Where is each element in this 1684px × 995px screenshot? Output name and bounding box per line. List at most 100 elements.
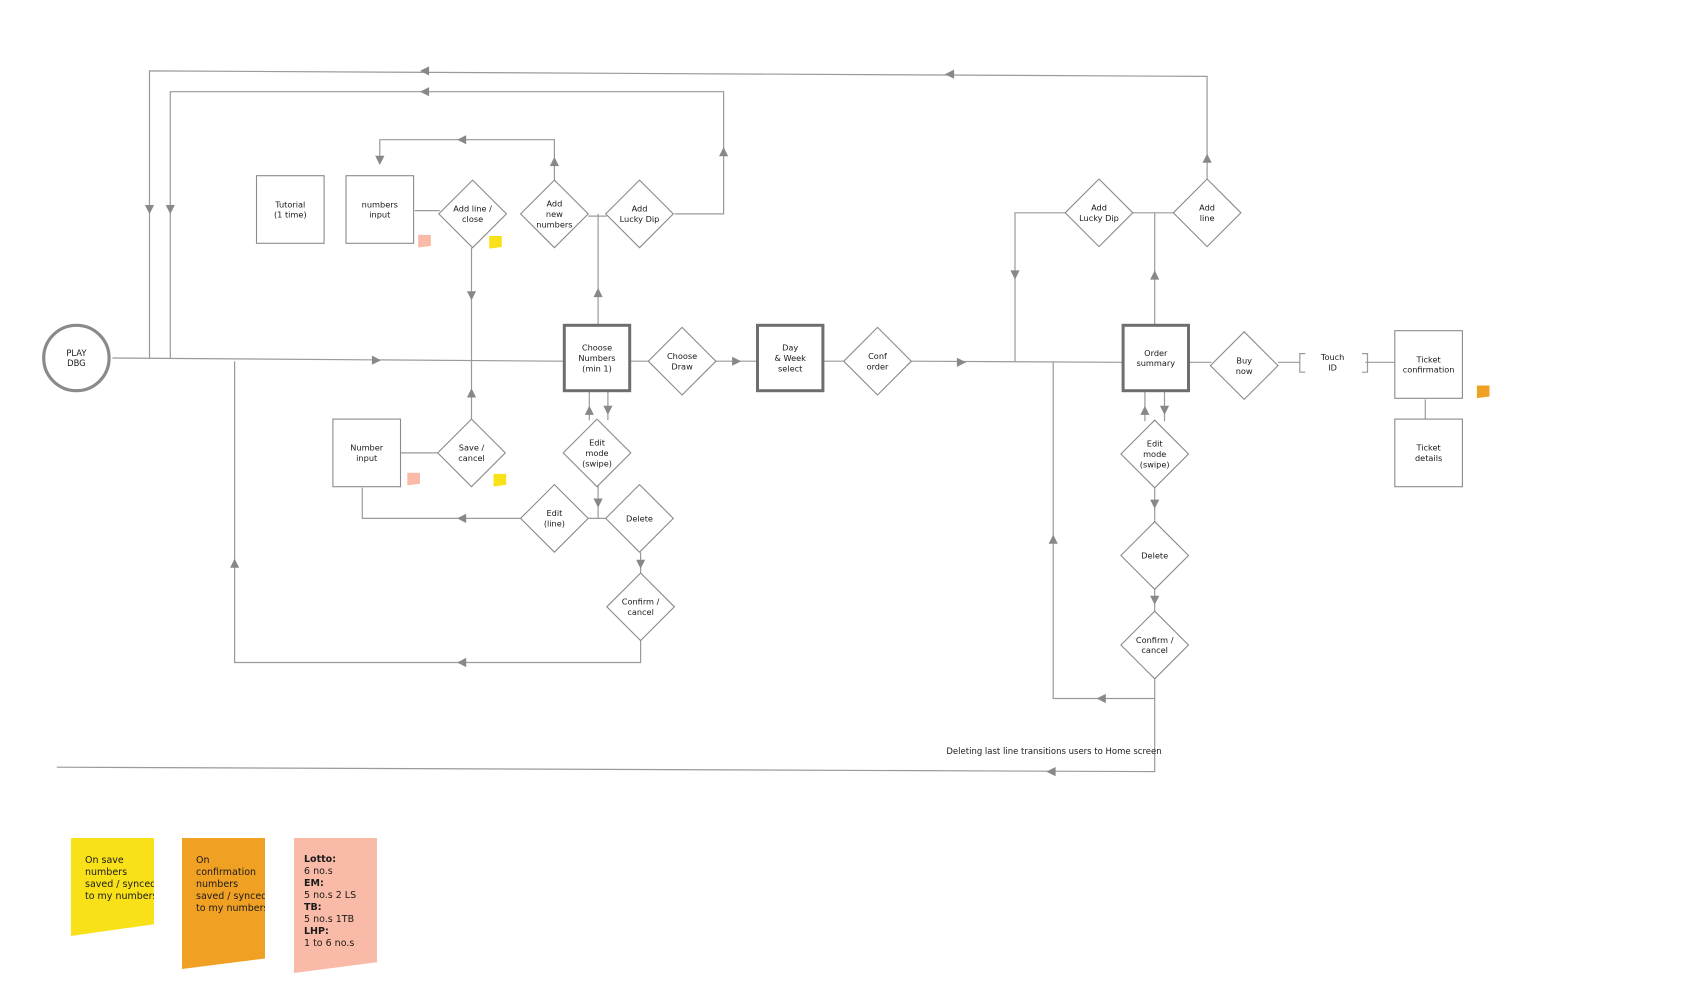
node-confirm-cancel-left: Confirm /cancel <box>606 572 676 642</box>
start-label-line: DBG <box>67 358 86 368</box>
node-label-line: Choose <box>667 351 697 361</box>
note-text-line: numbers <box>85 867 128 878</box>
arrowhead <box>457 513 467 523</box>
game-numbers-rule: 5 no.s 1TB <box>304 914 355 925</box>
node-label-line: Lucky Dip <box>1079 213 1119 223</box>
note-text-line: On save <box>85 855 124 866</box>
node-label-line: (1 time) <box>274 210 307 220</box>
arrowhead <box>593 498 603 508</box>
decision-diamond <box>438 179 508 249</box>
node-label-line: cancel <box>458 453 485 463</box>
connector-line <box>169 91 725 358</box>
node-label-line: Add <box>546 199 562 209</box>
note-text-line: On <box>196 855 210 866</box>
connector-line <box>1014 212 1067 363</box>
node-label-line: Buy <box>1236 355 1252 365</box>
decision-diamond <box>606 572 676 642</box>
connector-line <box>148 70 1208 358</box>
decision-diamond <box>436 418 507 488</box>
arrowhead <box>636 559 646 569</box>
node-box <box>1121 323 1190 393</box>
arrowheads <box>144 66 1212 777</box>
pink-marker <box>407 472 420 486</box>
node-label-line: Numbers <box>578 353 615 363</box>
node-label-line: new <box>546 209 563 219</box>
game-numbers-rule: 6 no.s <box>304 866 333 877</box>
node-label-line: Edit <box>589 438 606 448</box>
decision-diamond <box>842 326 913 396</box>
node-box <box>562 323 632 393</box>
decision-diamond <box>647 326 717 396</box>
arrowhead <box>165 205 175 215</box>
node-box <box>332 418 402 488</box>
decision-diamond <box>1120 520 1190 591</box>
node-label-line: Ticket <box>1415 443 1441 453</box>
node-label-line: close <box>462 214 483 224</box>
game-numbers-rule: 5 no.s 2 LS <box>304 890 357 901</box>
note-text-line: confirmation <box>196 867 257 878</box>
node-label-line: input <box>356 453 378 463</box>
arrowhead <box>549 156 559 167</box>
node-label-line: line <box>1200 213 1215 223</box>
game-label: Lotto: <box>304 854 336 865</box>
connector-line <box>1052 362 1155 700</box>
arrowhead <box>1150 595 1160 605</box>
arrowhead <box>1150 270 1160 280</box>
node-delete-left: Delete <box>604 483 675 553</box>
node-label-line: confirmation <box>1403 365 1455 375</box>
node-label-line: Confirm / <box>1136 635 1174 645</box>
arrowhead <box>371 355 382 365</box>
node-label-line: mode <box>1143 449 1166 459</box>
node-label-line: Confirm / <box>622 597 660 607</box>
decision-diamond <box>519 179 589 249</box>
game-label: TB: <box>304 902 322 913</box>
arrowhead <box>1140 405 1150 415</box>
node-label-line: order <box>867 361 889 371</box>
home-transition-note: Deleting last line transitions users to … <box>946 747 1161 757</box>
node-label-line: (line) <box>544 519 565 529</box>
decision-diamond <box>1172 178 1242 248</box>
node-label-line: Edit <box>546 508 563 518</box>
orange-marker <box>1476 385 1490 399</box>
game-label: LHP: <box>304 926 329 937</box>
arrowhead <box>1159 405 1170 415</box>
color-markers <box>407 234 1490 487</box>
connector-line <box>911 360 1124 363</box>
yellow-marker <box>489 236 502 249</box>
node-save-cancel: Save /cancel <box>436 418 507 488</box>
connector-line <box>361 487 522 520</box>
connector-line <box>112 357 564 362</box>
node-label-line: summary <box>1136 358 1175 368</box>
arrowhead <box>1150 499 1160 509</box>
node-label-line: Lucky Dip <box>620 214 660 224</box>
node-label-line: Delete <box>1141 551 1168 561</box>
arrowhead <box>466 388 477 398</box>
note-text-line: saved / synced <box>196 891 268 902</box>
arrowhead <box>230 558 240 568</box>
arrowhead <box>719 147 729 157</box>
node-label-line: Add <box>1199 203 1215 213</box>
arrowhead <box>1096 693 1106 704</box>
arrowhead <box>584 405 594 415</box>
arrowhead <box>956 357 967 367</box>
node-label-line: numbers <box>362 199 398 209</box>
node-label-line: cancel <box>627 607 654 617</box>
arrowhead <box>457 657 467 668</box>
connector-lines <box>56 70 1426 773</box>
